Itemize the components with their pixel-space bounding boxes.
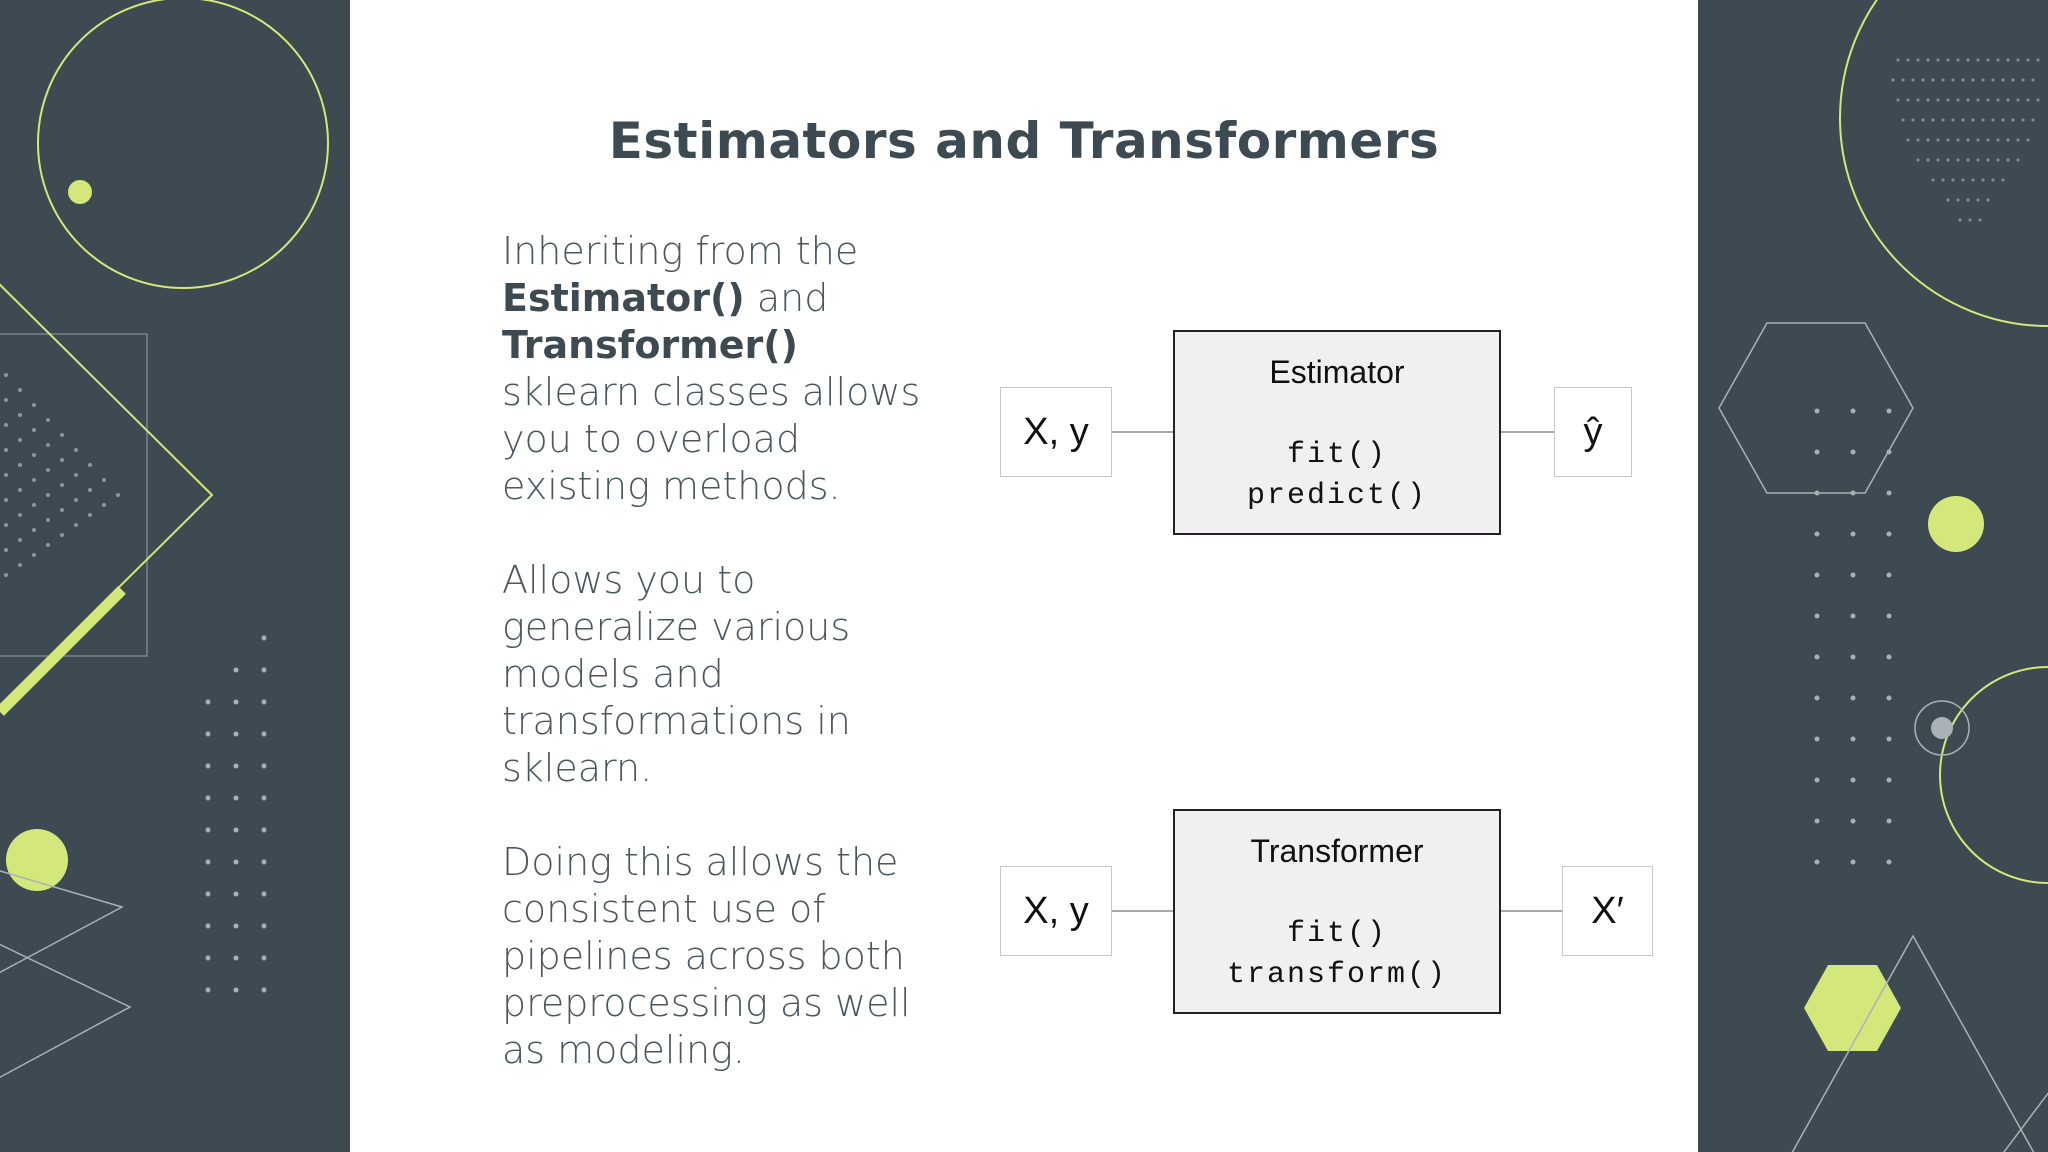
outline-circle-decoration <box>1939 666 2048 884</box>
filled-circle-decoration <box>1928 496 1984 552</box>
rectangle-outline-decoration <box>0 333 148 657</box>
outline-circle-decoration <box>37 0 329 289</box>
ring-center-decoration <box>1931 717 1953 739</box>
transformer-class-name: Transformer() <box>502 323 799 367</box>
conjunction-text: and <box>756 276 829 320</box>
paragraph-pipelines: Doing this allows the consistent use of … <box>502 840 911 1072</box>
small-dot-decoration <box>68 180 92 204</box>
estimator-output-label: ŷ <box>1583 410 1603 453</box>
left-decoration-shapes <box>0 0 329 1079</box>
triangle-dot-grid-decoration <box>4 373 120 577</box>
transformer-box: Transformer fit() transform() <box>1173 809 1501 1014</box>
estimator-fit-method: fit() <box>1286 438 1387 472</box>
fine-dot-pattern-decoration <box>1891 58 2040 222</box>
thick-line-decoration <box>0 586 126 716</box>
estimator-box: Estimator fit() predict() <box>1173 330 1501 535</box>
ring-decoration <box>1914 700 1970 756</box>
transformer-methods: fit() transform() <box>1227 914 1447 996</box>
transformer-input-box: X, y <box>1000 866 1112 956</box>
triangle-outline-decoration-2 <box>0 943 132 1079</box>
transformer-fit-method: fit() <box>1286 917 1387 951</box>
estimator-input-label: X, y <box>1023 410 1089 453</box>
body-text: Inheriting from the Estimator() and Tran… <box>502 228 942 1121</box>
transformer-input-label: X, y <box>1023 889 1089 932</box>
transformer-transform-method: transform() <box>1226 958 1448 992</box>
slide-content: Estimators and Transformers Inheriting f… <box>350 0 1698 1152</box>
filled-hexagon-decoration <box>1804 965 1901 1051</box>
right-decoration-shapes <box>1718 0 2048 1152</box>
estimator-box-title: Estimator <box>1269 354 1405 390</box>
dot-grid-decoration <box>205 635 267 993</box>
paragraph-inheritance: Inheriting from the Estimator() and Tran… <box>502 228 942 510</box>
estimator-predict-method: predict() <box>1246 479 1428 513</box>
right-dot-grid-decoration <box>1814 408 1892 865</box>
right-decoration-panel <box>1698 0 2048 1152</box>
left-decoration-panel <box>0 0 350 1152</box>
estimator-class-name: Estimator() <box>502 276 745 320</box>
filled-circle-decoration <box>6 829 68 891</box>
partial-triangle-decoration <box>2003 1092 2048 1152</box>
transformer-output-box: X′ <box>1562 866 1653 956</box>
paragraph-generalize: Allows you to generalize various models … <box>502 558 851 790</box>
estimator-methods: fit() predict() <box>1247 435 1427 517</box>
large-outline-circle-decoration <box>1839 0 2048 327</box>
hexagon-outline-decoration <box>1718 322 1914 494</box>
estimator-output-box: ŷ <box>1554 387 1632 477</box>
triangle-outline-decoration <box>1791 934 2035 1152</box>
inheritance-suffix: sklearn classes allows you to overload e… <box>502 370 921 508</box>
transformer-box-title: Transformer <box>1250 833 1424 869</box>
slide-title: Estimators and Transformers <box>608 112 1440 170</box>
estimator-input-box: X, y <box>1000 387 1112 477</box>
transformer-output-label: X′ <box>1591 889 1624 932</box>
inheritance-prefix: Inheriting from the <box>502 229 859 273</box>
